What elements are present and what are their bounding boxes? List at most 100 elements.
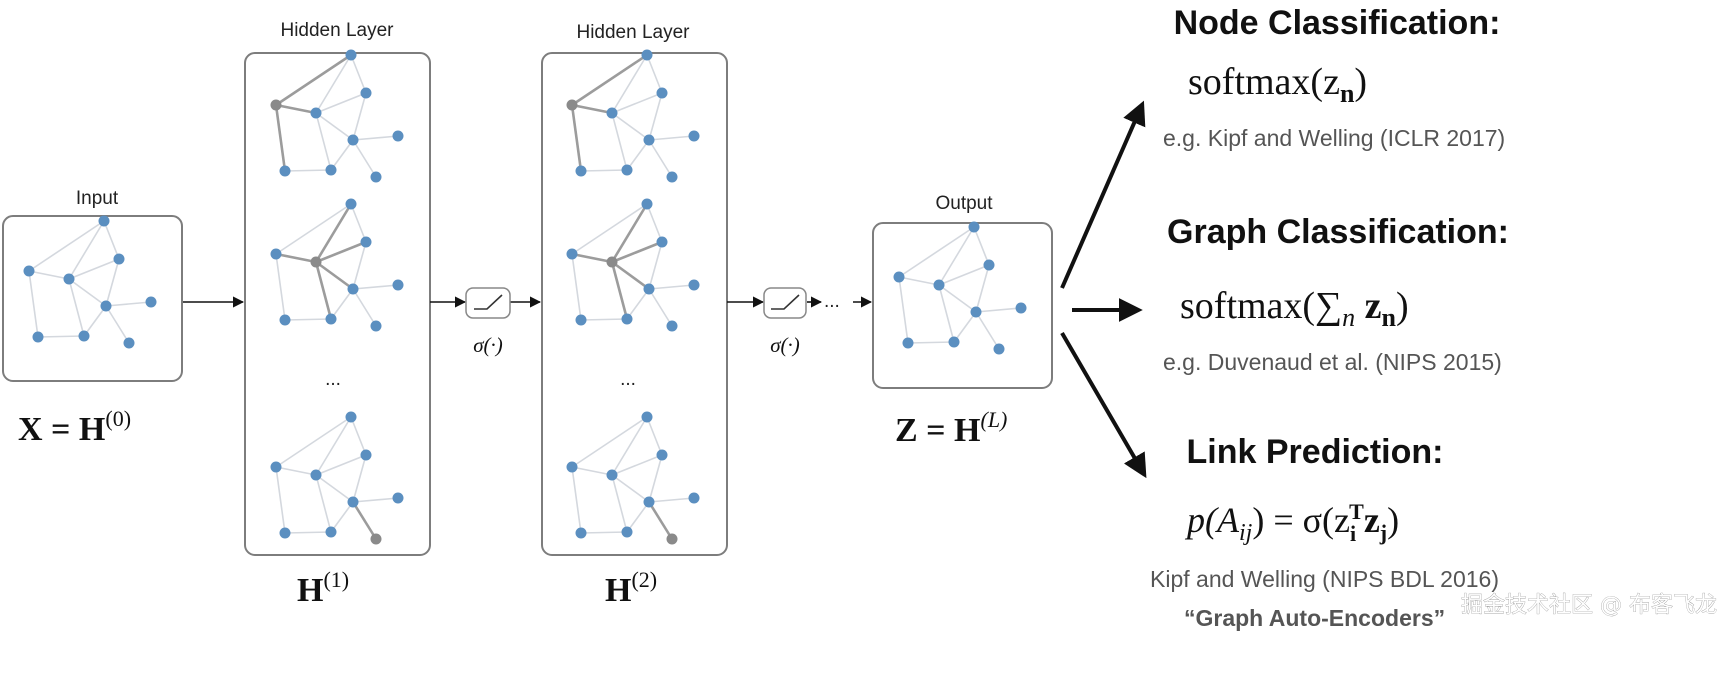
graph-node xyxy=(279,527,291,539)
graph-node xyxy=(123,337,135,349)
graph-edge xyxy=(647,501,674,540)
graph-node xyxy=(325,313,337,325)
graph-edge xyxy=(28,220,105,272)
graph-classification-formula: softmax(∑n zn) xyxy=(1180,285,1409,332)
to-node-classification-arrow xyxy=(1060,100,1146,289)
graph-edge xyxy=(938,284,977,313)
graph-edge xyxy=(352,497,399,503)
link-prediction-heading: Link Prediction: xyxy=(1187,433,1444,471)
graph-node xyxy=(666,320,678,332)
graph-node xyxy=(575,165,587,177)
graph-edge xyxy=(68,258,120,280)
graph-edge xyxy=(626,288,650,320)
graph-node xyxy=(902,337,914,349)
graph-edge xyxy=(83,305,107,337)
hidden2-graph-middle xyxy=(566,198,700,332)
graph-edge xyxy=(315,240,367,264)
graph-edge xyxy=(284,531,332,534)
graph-edge xyxy=(571,466,582,534)
input-panel xyxy=(2,215,183,382)
graph-edge xyxy=(648,284,695,290)
graph-edge xyxy=(314,261,333,320)
input-matrix-label: X = H(0) xyxy=(18,406,131,448)
link-prediction-citation: Kipf and Welling (NIPS BDL 2016) xyxy=(1150,566,1499,592)
graph-node xyxy=(325,164,337,176)
graph-node xyxy=(621,526,633,538)
graph-node xyxy=(643,283,655,295)
hidden-layer-1-matrix-label: H(1) xyxy=(297,567,349,609)
activation-label-2: σ(·) xyxy=(770,333,800,357)
graph-edge xyxy=(648,92,663,141)
graph-node xyxy=(666,171,678,183)
graph-node xyxy=(310,256,322,268)
graph-node xyxy=(643,496,655,508)
graph-edge xyxy=(611,92,663,114)
graph-node xyxy=(641,198,653,210)
hidden-layer-2-panel xyxy=(541,52,728,556)
graph-node xyxy=(656,87,668,99)
graph-edge xyxy=(105,258,120,307)
hidden-layer-1-ellipsis: ... xyxy=(325,369,341,390)
graph-edge xyxy=(580,318,628,321)
graph-edge xyxy=(352,92,367,141)
graph-edge xyxy=(315,112,332,171)
graph-edge xyxy=(330,288,354,320)
graph-edge xyxy=(275,203,352,255)
graph-node xyxy=(983,259,995,271)
graph-edge xyxy=(275,466,286,534)
graph-edge xyxy=(907,341,955,344)
graph-edge xyxy=(611,240,663,264)
graph-edge xyxy=(352,135,399,141)
graph-edge xyxy=(938,226,975,286)
graph-node xyxy=(345,49,357,61)
graph-edge xyxy=(315,454,367,476)
graph-edge xyxy=(648,241,663,290)
graph-node xyxy=(370,171,382,183)
graph-edge xyxy=(352,241,367,290)
graph-node xyxy=(347,134,359,146)
graph-edge xyxy=(105,305,130,344)
graph-node xyxy=(310,469,322,481)
graph-edge xyxy=(648,497,695,503)
graph-edge xyxy=(28,270,39,338)
graph-edge xyxy=(611,474,628,533)
graph-node xyxy=(643,134,655,146)
relu-icon xyxy=(771,294,800,310)
graph-edge xyxy=(275,252,317,264)
graph-edge xyxy=(571,466,613,476)
graph-node xyxy=(970,306,982,318)
graph-edge xyxy=(103,220,120,260)
graph-node xyxy=(345,198,357,210)
hidden1-graph-bottom xyxy=(270,411,404,545)
graph-node xyxy=(968,221,980,233)
graph-edge xyxy=(284,169,332,172)
graph-edge xyxy=(275,416,352,468)
graph-node xyxy=(370,320,382,332)
graph-node xyxy=(370,533,382,545)
graph-node xyxy=(621,164,633,176)
graph-edge xyxy=(315,54,352,114)
graph-edge xyxy=(898,276,940,286)
graph-edge xyxy=(352,288,377,327)
graph-node xyxy=(688,279,700,291)
graph-node xyxy=(270,461,282,473)
graph-edge xyxy=(352,284,399,290)
graph-node xyxy=(270,99,282,111)
graph-node xyxy=(893,271,905,283)
graph-edge xyxy=(648,454,663,503)
graph-node xyxy=(566,248,578,260)
graph-edge xyxy=(284,318,332,321)
graph-edge xyxy=(973,226,990,266)
graph-node xyxy=(641,49,653,61)
graph-edge xyxy=(975,264,990,313)
graph-node xyxy=(347,496,359,508)
graph-node xyxy=(575,314,587,326)
input-graph xyxy=(23,215,157,349)
graph-edge xyxy=(37,335,85,338)
graph-edge xyxy=(611,112,628,171)
graph-edge xyxy=(275,466,317,476)
hidden-layer-2-matrix-label: H(2) xyxy=(605,567,657,609)
graph-edge xyxy=(330,501,354,533)
graph-edge xyxy=(274,104,287,172)
graph-node xyxy=(641,411,653,423)
